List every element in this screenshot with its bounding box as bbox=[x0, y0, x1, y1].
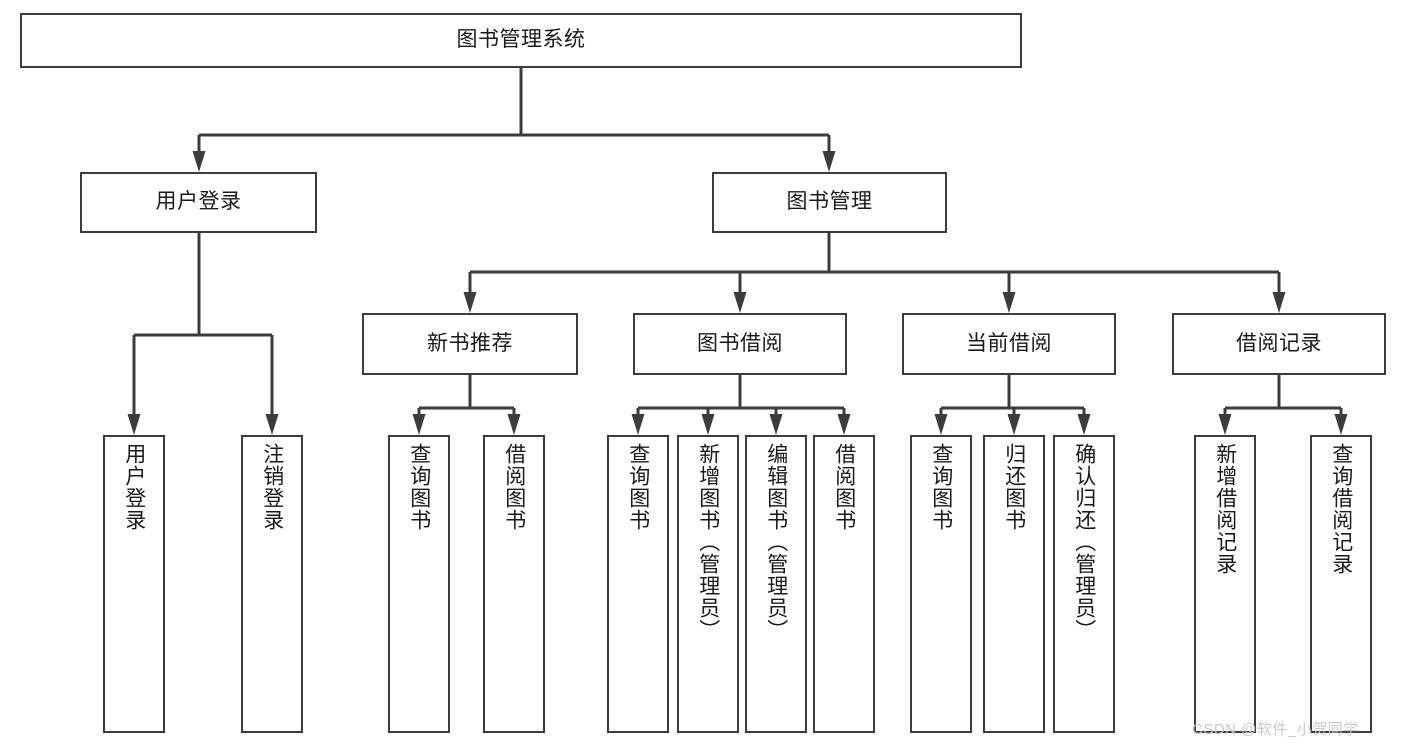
arrow-to-current-borrow-head bbox=[1002, 292, 1016, 313]
node-leaf-add-book[interactable]: 新增图书（管理员） bbox=[677, 435, 739, 733]
node-root[interactable]: 图书管理系统 bbox=[20, 13, 1022, 68]
node-leaf-query-book-1[interactable]: 查询图书 bbox=[388, 435, 450, 733]
node-leaf-query-borrow-record[interactable]: 查询借阅记录 bbox=[1310, 435, 1372, 733]
node-leaf-query-book-3[interactable]: 查询图书 bbox=[910, 435, 972, 733]
arrow-to-leaf-user-login-head bbox=[127, 414, 141, 435]
arrow-to-leaf-add-book-head bbox=[701, 414, 715, 435]
arrow-to-book-borrow-head bbox=[733, 292, 747, 313]
node-label: 新书推荐 bbox=[427, 331, 513, 355]
node-leaf-edit-book[interactable]: 编辑图书（管理员） bbox=[745, 435, 807, 733]
arrow-to-leaf-return-book-head bbox=[1007, 414, 1021, 435]
node-borrow-record[interactable]: 借阅记录 bbox=[1172, 313, 1386, 375]
node-label: 新增借阅记录 bbox=[1213, 443, 1237, 575]
node-leaf-query-book-2[interactable]: 查询图书 bbox=[607, 435, 669, 733]
node-leaf-confirm-return[interactable]: 确认归还（管理员） bbox=[1053, 435, 1115, 733]
arrow-to-leaf-borrow-book-2-head bbox=[837, 414, 851, 435]
node-current-borrow[interactable]: 当前借阅 bbox=[902, 313, 1116, 375]
node-label: 当前借阅 bbox=[966, 331, 1052, 355]
node-label: 查询借阅记录 bbox=[1329, 443, 1353, 575]
arrow-to-leaf-query-book-2-head bbox=[631, 414, 645, 435]
node-leaf-borrow-book-1[interactable]: 借阅图书 bbox=[483, 435, 545, 733]
arrow-to-leaf-add-borrow-record-head bbox=[1218, 414, 1232, 435]
node-label: 新增图书（管理员） bbox=[696, 443, 720, 641]
node-leaf-user-logout[interactable]: 注销登录 bbox=[241, 435, 303, 733]
node-label: 借阅图书 bbox=[502, 443, 526, 531]
node-label: 查询图书 bbox=[626, 443, 650, 531]
node-leaf-borrow-book-2[interactable]: 借阅图书 bbox=[813, 435, 875, 733]
arrow-to-leaf-edit-book-head bbox=[769, 414, 783, 435]
node-label: 用户登录 bbox=[155, 190, 242, 214]
node-label: 查询图书 bbox=[929, 443, 953, 531]
node-label: 图书管理系统 bbox=[456, 28, 586, 52]
node-label: 归还图书 bbox=[1002, 443, 1026, 531]
arrow-to-new-book-recommend-head bbox=[463, 292, 477, 313]
bus-line-group bbox=[134, 68, 1341, 410]
arrow-to-leaf-confirm-return-head bbox=[1077, 414, 1091, 435]
arrow-to-leaf-query-book-1-head bbox=[412, 414, 426, 435]
node-label: 借阅记录 bbox=[1236, 331, 1322, 355]
arrow-group bbox=[127, 135, 1348, 435]
node-label: 查询图书 bbox=[407, 443, 431, 531]
arrow-to-book-manage-head bbox=[822, 151, 836, 172]
arrow-to-borrow-record-head bbox=[1272, 292, 1286, 313]
node-label: 图书管理 bbox=[786, 190, 873, 214]
arrow-to-leaf-borrow-book-1-head bbox=[507, 414, 521, 435]
arrow-to-leaf-query-book-3-head bbox=[934, 414, 948, 435]
node-label: 注销登录 bbox=[260, 443, 284, 531]
arrow-to-user-login-head bbox=[192, 151, 206, 172]
node-label: 用户登录 bbox=[122, 443, 146, 531]
node-leaf-return-book[interactable]: 归还图书 bbox=[983, 435, 1045, 733]
arrow-to-leaf-query-borrow-record-head bbox=[1334, 414, 1348, 435]
node-user-login[interactable]: 用户登录 bbox=[80, 172, 317, 233]
node-leaf-user-login[interactable]: 用户登录 bbox=[103, 435, 165, 733]
node-label: 编辑图书（管理员） bbox=[764, 443, 788, 641]
node-book-manage[interactable]: 图书管理 bbox=[712, 172, 947, 233]
node-book-borrow[interactable]: 图书借阅 bbox=[633, 313, 847, 375]
node-label: 图书借阅 bbox=[697, 331, 783, 355]
node-leaf-add-borrow-record[interactable]: 新增借阅记录 bbox=[1194, 435, 1256, 733]
node-label: 确认归还（管理员） bbox=[1072, 443, 1096, 641]
arrow-to-leaf-user-logout-head bbox=[265, 414, 279, 435]
node-label: 借阅图书 bbox=[832, 443, 856, 531]
node-new-book-recommend[interactable]: 新书推荐 bbox=[362, 313, 578, 375]
